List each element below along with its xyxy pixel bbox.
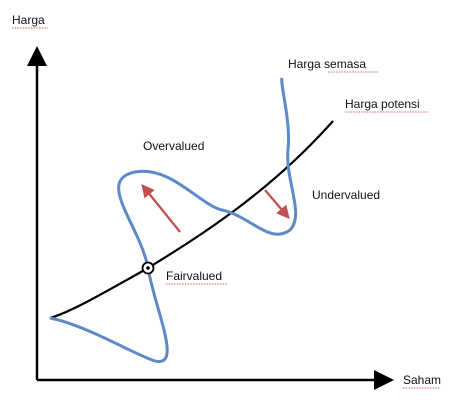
- potential-price-label: Harga potensi: [345, 97, 420, 111]
- x-axis-label: Saham: [403, 373, 441, 387]
- undervalued-label: Undervalued: [312, 188, 380, 202]
- market-price-curve: [49, 77, 298, 363]
- undervalued-arrow: [264, 189, 290, 220]
- potential-price-line: [49, 120, 334, 320]
- y-axis-label: Harga: [12, 13, 45, 27]
- overvalued-arrow: [141, 183, 181, 233]
- market-price-label: Harga semasa: [288, 57, 366, 71]
- fairvalued-label: Fairvalued: [166, 269, 222, 283]
- overvalued-label: Overvalued: [143, 139, 204, 153]
- fairvalue-point-center: [146, 266, 150, 270]
